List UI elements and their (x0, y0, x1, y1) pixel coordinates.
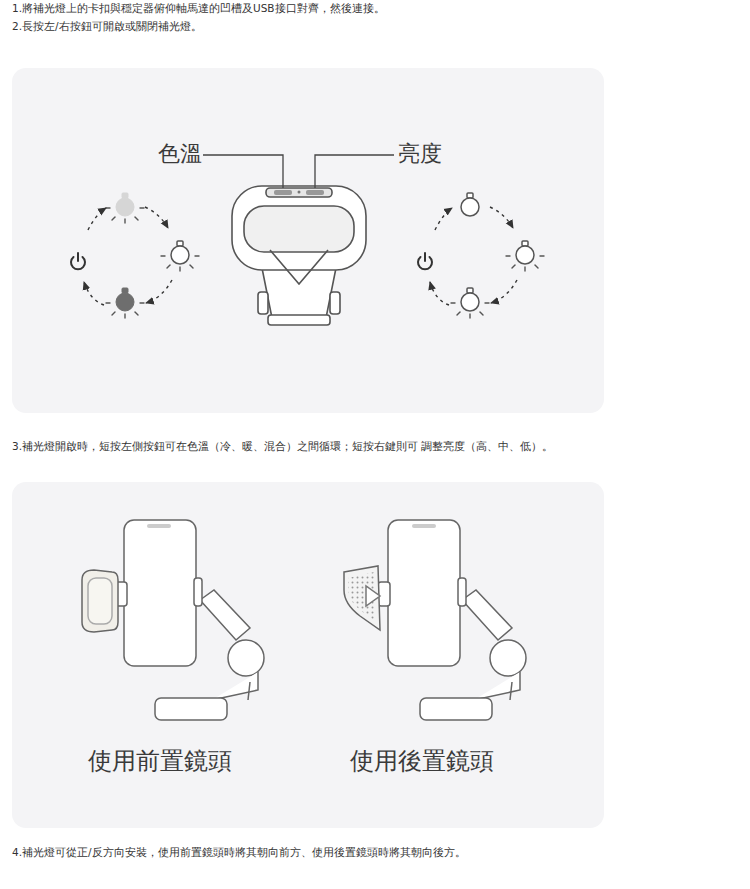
gimbal-rear (344, 520, 526, 720)
instruction-text: 2.長按左/右按鈕可開啟或關閉補光燈。 (12, 20, 202, 33)
gimbal-front (82, 520, 264, 720)
instruction-text: 1.將補光燈上的卡扣與穩定器俯仰軸馬達的凹槽及USB接口對齊，然後連接。 (12, 2, 385, 15)
caption-label: 使用後置鏡頭 (350, 747, 494, 776)
color-temp-cycle (71, 193, 199, 318)
part-label: 色溫 (158, 141, 202, 167)
brightness-cycle (418, 193, 544, 318)
panel (12, 68, 604, 413)
part-label: 亮度 (398, 141, 442, 167)
caption-label: 使用前置鏡頭 (88, 747, 232, 776)
instruction-text: 3.補光燈開啟時，短按左側按鈕可在色溫（冷、暖、混合）之間循環；短按右鍵則可 調… (12, 440, 553, 453)
fill-light (232, 186, 366, 325)
panel (12, 482, 604, 828)
instruction-text: 4.補光燈可從正/反方向安裝，使用前置鏡頭時將其朝向前方、使用後置鏡頭時將其朝向… (12, 846, 466, 859)
leader-line (203, 155, 394, 188)
